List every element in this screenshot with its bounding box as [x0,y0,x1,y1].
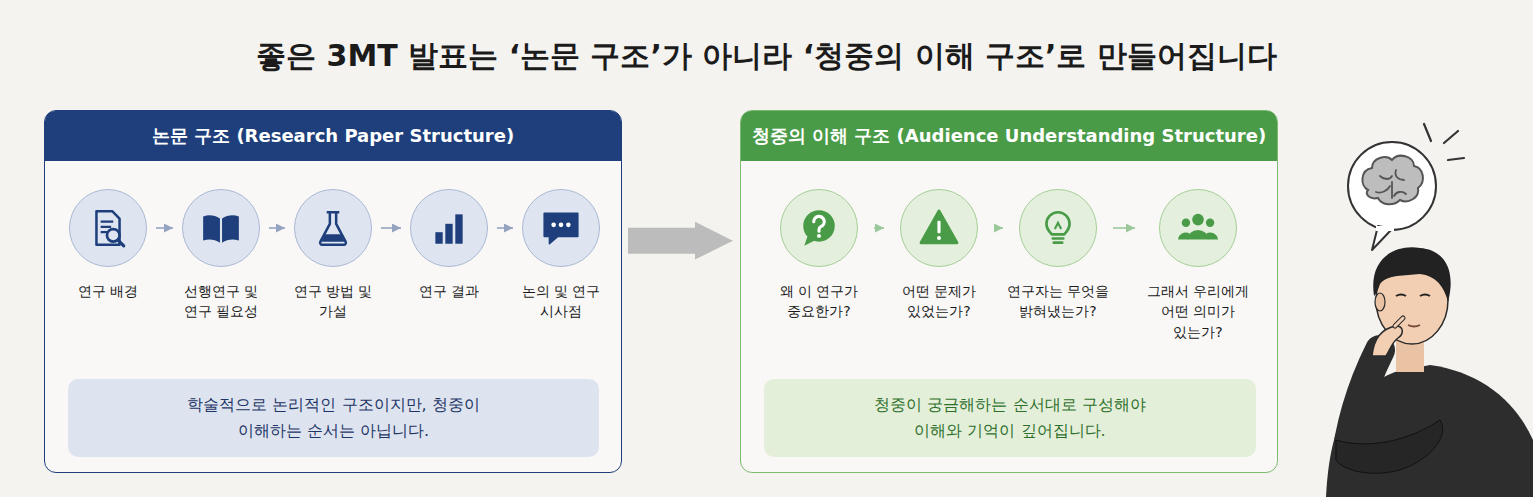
icon-shape [96,211,119,245]
step-label: 연구자는 무엇을 밝혀냈는가? [1006,281,1110,322]
step-node: 어떤 문제가 있었는가? [887,189,991,322]
transform-arrow [628,228,696,254]
structure-panel: 논문 구조 (Research Paper Structure) 연구 배경 선행연… [44,110,622,473]
icon-shape [937,221,940,234]
step-node: 논의 및 연구 시사점 [516,189,606,322]
step-circle [410,189,488,267]
step-icon [312,207,354,249]
icon-shape [1055,223,1061,229]
eyes [1396,295,1430,297]
note-box: 학술적으로 논리적인 구조이지만, 청중이 이해하는 순서는 아닙니다. [68,379,599,457]
icon-shape [1178,232,1190,239]
ear [1375,293,1385,311]
idea-stroke [1424,124,1431,141]
folded-arm [1336,420,1443,473]
panel-title: 청중의 이해 구조 (Audience Understanding Struct… [752,124,1266,148]
step-node: 연구 결과 [404,189,494,301]
step-circle [1159,189,1237,267]
thought-bubble [1348,142,1436,230]
mouth [1408,325,1420,327]
hand [1372,326,1402,356]
icon-shape [551,223,556,228]
title: 좋은 3MT 발표는 ‘논문 구조’가 아니라 ‘청중의 이해 구조’로 만들어… [0,36,1533,77]
step-label: 논의 및 연구 시사점 [516,281,606,322]
icon-shape [817,234,821,238]
icon-shape [1188,230,1209,239]
step-label: 연구 배경 [63,281,153,301]
step-icon [1037,207,1079,249]
note-text: 학술적으로 논리적인 구조이지만, 청중이 이해하는 순서는 아닙니다. [184,392,484,445]
icon-shape [804,236,815,245]
step-node: 연구자는 무엇을 밝혀냈는가? [1006,189,1110,322]
step-circle [522,189,600,267]
panel-title: 논문 구조 (Research Paper Structure) [152,124,514,148]
icon-shape [559,223,564,228]
icon-shape [320,212,346,245]
finger [1395,318,1403,326]
step-icon [87,207,129,249]
step-node: 연구 방법 및 가설 [288,189,378,322]
step-icon [798,207,840,249]
icon-shape [937,236,941,240]
step-circle [780,189,858,267]
step-icon [428,207,470,249]
step-icon [918,207,960,249]
icon-shape [1206,232,1218,239]
step-label: 연구 결과 [404,281,494,301]
step-node: 왜 이 연구가 중요한가? [767,189,871,322]
step-circle [182,189,260,267]
hair [1373,247,1450,302]
idea-stroke [1448,158,1464,160]
step-node: 선행연구 및 연구 필요성 [176,189,266,322]
icon-shape [1046,212,1069,234]
step-icon [200,207,242,249]
icon-shape [566,223,571,228]
icon-shape [1053,239,1064,243]
step-label: 왜 이 연구가 중요한가? [767,281,871,322]
step-label: 선행연구 및 연구 필요성 [176,281,266,322]
panel-header: 청중의 이해 구조 (Audience Understanding Struct… [741,111,1277,161]
step-node: 연구 배경 [63,189,153,301]
step-circle [900,189,978,267]
panel-header: 논문 구조 (Research Paper Structure) [45,111,621,161]
step-label: 연구 방법 및 가설 [288,281,378,322]
icon-shape [921,211,957,243]
step-node: 그래서 우리에게 어떤 의미가 있는가? [1138,189,1258,342]
step-circle [69,189,147,267]
step-label: 어떤 문제가 있었는가? [887,281,991,322]
icon-shape [203,215,220,242]
icon-shape [814,216,825,231]
step-label: 그래서 우리에게 어떤 의미가 있는가? [1138,281,1258,342]
note-text: 청중이 궁금해하는 순서대로 구성해야 이해와 기억이 깊어집니다. [860,392,1160,445]
icon-shape [222,215,239,242]
icon-shape [445,224,452,244]
icon-shape [455,214,462,243]
icon-shape [321,234,344,241]
icon-shape [544,213,578,243]
idea-stroke [1444,131,1458,143]
icon-shape [1206,219,1214,227]
icon-shape [1182,219,1190,227]
structure-panel: 청중의 이해 구조 (Audience Understanding Struct… [740,110,1278,473]
brain-icon [1362,156,1423,205]
note-box: 청중이 궁금해하는 순서대로 구성해야 이해와 기억이 깊어집니다. [764,379,1256,457]
step-circle [294,189,372,267]
finger [1395,318,1403,326]
step-icon [540,207,582,249]
step-circle [1019,189,1097,267]
brain-folds [1376,170,1406,198]
thinking-person [1326,124,1533,497]
step-icon [1177,207,1219,249]
icon-shape [435,232,442,244]
icon-shape [1192,214,1204,226]
thought-bubble-join [1376,226,1394,231]
icon-shape [118,240,124,246]
